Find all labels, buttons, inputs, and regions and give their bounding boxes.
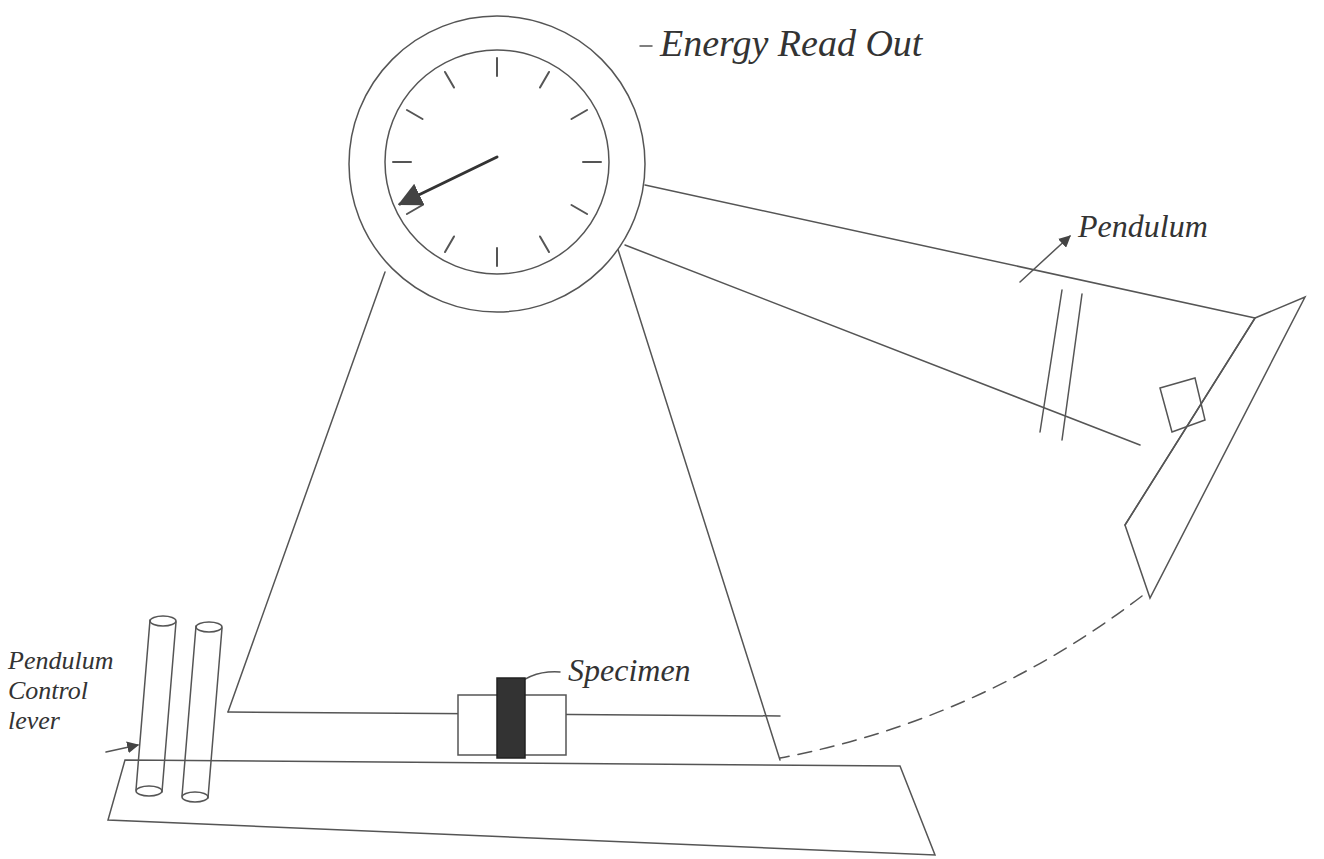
dial-tick — [407, 205, 423, 214]
swing-path — [780, 596, 1142, 758]
specimen-bar — [497, 678, 525, 758]
leader-arrow — [1020, 236, 1070, 282]
dial-tick — [583, 161, 601, 163]
part-label: Pendulum — [1078, 208, 1278, 245]
frame-leg — [228, 272, 385, 712]
dial-tick — [540, 236, 549, 252]
leader-line — [640, 45, 652, 47]
dial-tick — [407, 110, 423, 119]
machine-base — [108, 760, 935, 855]
dial-tick — [571, 110, 587, 119]
hammer-edge — [1125, 318, 1255, 525]
part-label: Pendulum Control lever — [8, 646, 130, 736]
dial-tick — [393, 161, 411, 163]
leader-arrow — [106, 745, 138, 752]
dial-tick — [540, 72, 549, 88]
dial-ticks — [393, 58, 601, 266]
dial-tick — [571, 205, 587, 214]
pendulum-hammer — [1125, 297, 1305, 598]
pendulum-strip — [1040, 290, 1062, 432]
control-lever — [182, 622, 222, 802]
pendulum-strip — [1062, 294, 1082, 440]
control-lever — [136, 616, 176, 796]
dial-label: Energy Read Out — [660, 22, 1020, 66]
pendulum-arm — [645, 185, 1255, 318]
dial-rim — [349, 16, 645, 312]
dial-tick — [445, 236, 454, 252]
dial-tick — [445, 72, 454, 88]
pendulum-arm — [625, 245, 1140, 445]
part-label: Specimen — [568, 652, 738, 689]
dial-face — [385, 50, 609, 274]
dial-tick — [496, 248, 498, 266]
dial-tick — [496, 58, 498, 76]
dial-needle — [400, 157, 497, 204]
hammer-window — [1160, 378, 1205, 432]
